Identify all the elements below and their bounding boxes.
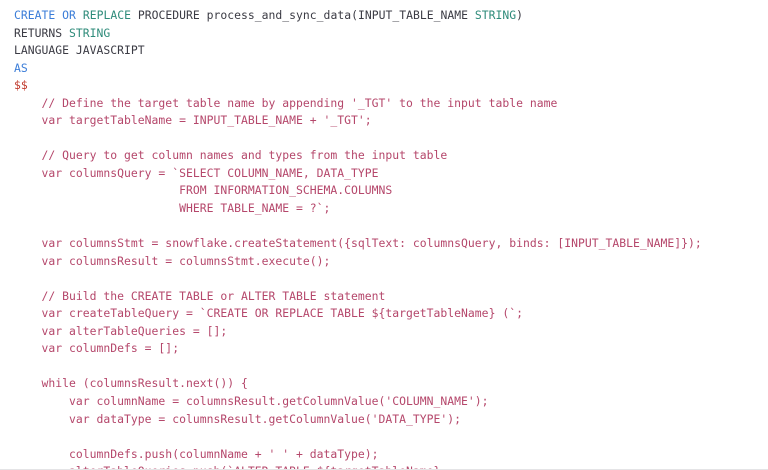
code-token: LANGUAGE JAVASCRIPT [14, 43, 145, 58]
code-line[interactable]: while (columnsResult.next()) { [0, 375, 768, 393]
code-line[interactable]: // Build the CREATE TABLE or ALTER TABLE… [0, 288, 768, 306]
code-token: WHERE TABLE_NAME = ?`; [14, 201, 331, 216]
code-token: // Build the CREATE TABLE or ALTER TABLE… [14, 288, 386, 303]
code-line[interactable]: alterTableQueries.push(`ALTER TABLE ${ta… [0, 463, 768, 469]
code-token: while (columnsResult.next()) { [14, 376, 248, 391]
code-token: // Query to get column names and types f… [14, 148, 448, 163]
code-token: var dataType = columnsResult.getColumnVa… [14, 411, 462, 426]
code-line[interactable]: ​ [0, 130, 768, 148]
code-line[interactable]: // Define the target table name by appen… [0, 95, 768, 113]
code-token: var createTableQuery = `CREATE OR REPLAC… [14, 306, 523, 321]
code-line[interactable]: // Query to get column names and types f… [0, 147, 768, 165]
code-line[interactable]: var dataType = columnsResult.getColumnVa… [0, 411, 768, 429]
code-token: RETURNS [14, 25, 70, 40]
code-token: columnDefs.push(columnName + ' ' + dataT… [14, 446, 379, 461]
code-line[interactable]: var columnName = columnsResult.getColumn… [0, 393, 768, 411]
code-line[interactable]: ​ [0, 218, 768, 236]
code-line[interactable]: var targetTableName = INPUT_TABLE_NAME +… [0, 112, 768, 130]
code-token: PROCEDURE process_and_sync_data(INPUT_TA… [130, 8, 475, 22]
code-line[interactable]: ​ [0, 270, 768, 288]
code-line[interactable]: ​ [0, 428, 768, 446]
code-token: OR [62, 8, 76, 22]
code-line[interactable]: var columnsQuery = `SELECT COLUMN_NAME, … [0, 165, 768, 183]
code-token: var columnsStmt = snowflake.createStatem… [14, 236, 702, 251]
code-line[interactable]: var createTableQuery = `CREATE OR REPLAC… [0, 305, 768, 323]
code-token: var columnsResult = columnsStmt.execute(… [14, 253, 331, 268]
code-line[interactable]: FROM INFORMATION_SCHEMA.COLUMNS [0, 182, 768, 200]
code-line[interactable]: WHERE TABLE_NAME = ?`; [0, 200, 768, 218]
code-line[interactable]: ​ [0, 358, 768, 376]
code-token: ) [516, 8, 524, 22]
code-token [76, 8, 83, 22]
code-token: var columnDefs = []; [14, 341, 180, 356]
code-line-list[interactable]: CREATE OR REPLACE PROCEDURE process_and_… [0, 7, 768, 469]
code-line[interactable]: var alterTableQueries = []; [0, 323, 768, 341]
code-token: $$ [14, 78, 28, 93]
code-line[interactable]: $$ [0, 77, 768, 95]
code-token: var columnsQuery = `SELECT COLUMN_NAME, … [14, 165, 379, 180]
code-line[interactable]: CREATE OR REPLACE PROCEDURE process_and_… [0, 7, 768, 25]
code-token: STRING [69, 25, 111, 40]
code-line[interactable]: var columnsResult = columnsStmt.execute(… [0, 253, 768, 271]
code-token: var alterTableQueries = []; [14, 323, 228, 338]
code-line[interactable]: var columnDefs = []; [0, 340, 768, 358]
code-line[interactable]: var columnsStmt = snowflake.createStatem… [0, 235, 768, 253]
code-line[interactable]: RETURNS STRING [0, 25, 768, 43]
code-token: // Define the target table name by appen… [14, 95, 558, 110]
code-line[interactable]: columnDefs.push(columnName + ' ' + dataT… [0, 446, 768, 464]
code-token: AS [14, 60, 28, 75]
code-line[interactable]: AS [0, 60, 768, 78]
code-token: var targetTableName = INPUT_TABLE_NAME +… [14, 113, 372, 128]
code-token: STRING [474, 8, 517, 22]
code-token: alterTableQueries.push(`ALTER TABLE ${ta… [14, 464, 440, 469]
code-line[interactable]: LANGUAGE JAVASCRIPT [0, 42, 768, 60]
code-token: var columnName = columnsResult.getColumn… [14, 394, 489, 409]
code-token: FROM INFORMATION_SCHEMA.COLUMNS [14, 183, 393, 198]
code-token: REPLACE [82, 8, 131, 22]
code-token: CREATE [14, 8, 56, 22]
